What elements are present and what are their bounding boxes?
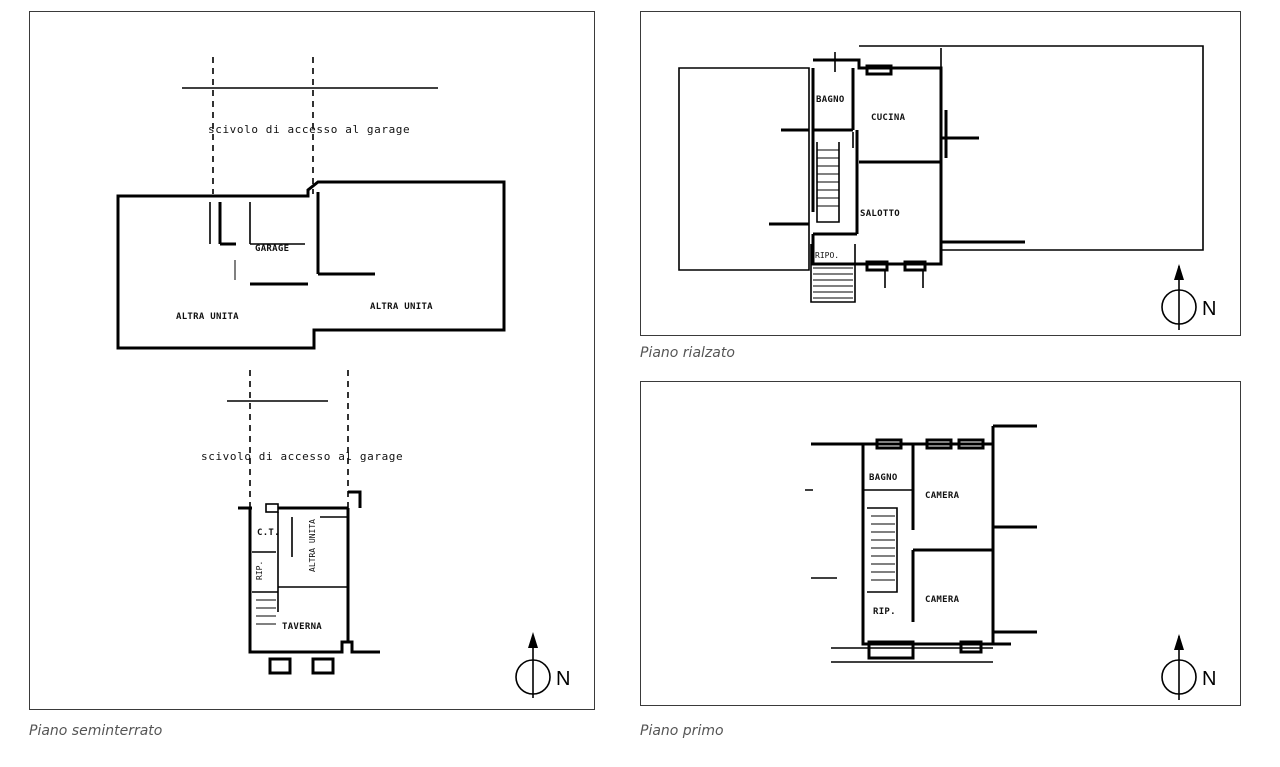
caption-seminterrato: Piano seminterrato [29, 723, 163, 739]
bagno-label: BAGNO [816, 95, 845, 105]
caption-rialzato: Piano rialzato [640, 345, 735, 361]
ct-label: C.T. [257, 528, 280, 538]
altra-unita-small-label: ALTRA UNITA [308, 519, 317, 572]
window-mark [865, 64, 893, 76]
balcony-mark [867, 640, 915, 660]
window-mark [875, 438, 903, 450]
window-mark [957, 438, 985, 450]
window-mark [865, 260, 889, 272]
taverna-label: TAVERNA [282, 622, 322, 632]
camera-1-label: CAMERA [925, 491, 960, 501]
plan-rialzato: BAGNO CUCINA SALOTTO RIPO. N [640, 11, 1241, 336]
upper-ramp-label: scivolo di accesso al garage [208, 123, 410, 136]
north-label: N [1202, 298, 1216, 320]
window-mark [311, 657, 335, 675]
plan-primo: BAGNO CAMERA CAMERA RIP. N [640, 381, 1241, 706]
rip-label: RIP. [873, 607, 896, 617]
caption-primo: Piano primo [640, 723, 724, 739]
rip-label: RIP. [255, 561, 264, 580]
plan-seminterrato: scivolo di accesso al garage GARAGE ALTR… [29, 11, 595, 710]
window-mark [268, 657, 292, 675]
north-arrow-icon [515, 632, 551, 698]
bagno-label: BAGNO [869, 473, 898, 483]
north-label: N [1202, 668, 1216, 690]
altra-unita-right-label: ALTRA UNITA [370, 302, 433, 312]
lower-ramp-label: scivolo di accesso al garage [201, 450, 403, 463]
cucina-label: CUCINA [871, 113, 906, 123]
primo-drawing: BAGNO CAMERA CAMERA RIP. N [805, 424, 1216, 700]
window-mark [925, 438, 953, 450]
north-arrow-icon [1161, 634, 1197, 700]
soggiorno-label: SALOTTO [860, 209, 900, 219]
altra-unita-left-label: ALTRA UNITA [176, 312, 239, 322]
camera-2-label: CAMERA [925, 595, 960, 605]
garage-label: GARAGE [255, 244, 289, 254]
ripostiglio-label: RIPO. [815, 251, 839, 260]
window-mark [265, 503, 279, 513]
rialzato-drawing: BAGNO CUCINA SALOTTO RIPO. N [678, 45, 1216, 330]
window-mark [903, 260, 927, 272]
north-arrow-icon [1161, 264, 1197, 330]
window-mark [959, 640, 983, 654]
north-label: N [556, 668, 570, 690]
seminterrato-drawing: scivolo di accesso al garage GARAGE ALTR… [116, 57, 570, 698]
